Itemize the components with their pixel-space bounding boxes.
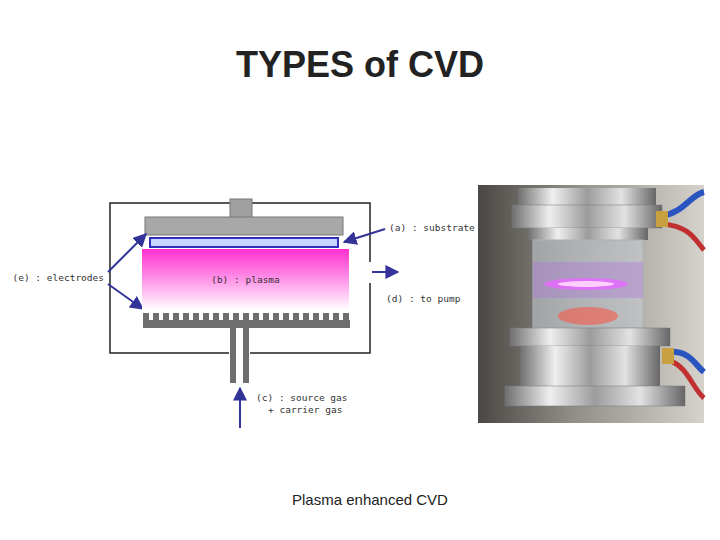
callout-label: (a) : substrate [389,222,529,234]
caption: Plasma enhanced CVD [170,491,570,508]
slide-title: TYPES of CVD [0,44,720,86]
substrate [150,238,338,247]
chamber-wall [110,203,370,353]
electrode-knob [230,199,252,218]
callout-label: (c) : source gas + carrier gas [256,392,352,416]
callout-label: (e) : electrodes [4,272,104,284]
reactor-photo [478,185,704,423]
callout-label: (d) : to pump [386,293,496,305]
bottom-electrode [143,313,350,383]
top-electrode [145,217,343,235]
plasma-region: (b) : plasma [142,249,349,310]
leader-arrow [108,229,398,428]
part-label: (b) : plasma [211,274,280,285]
